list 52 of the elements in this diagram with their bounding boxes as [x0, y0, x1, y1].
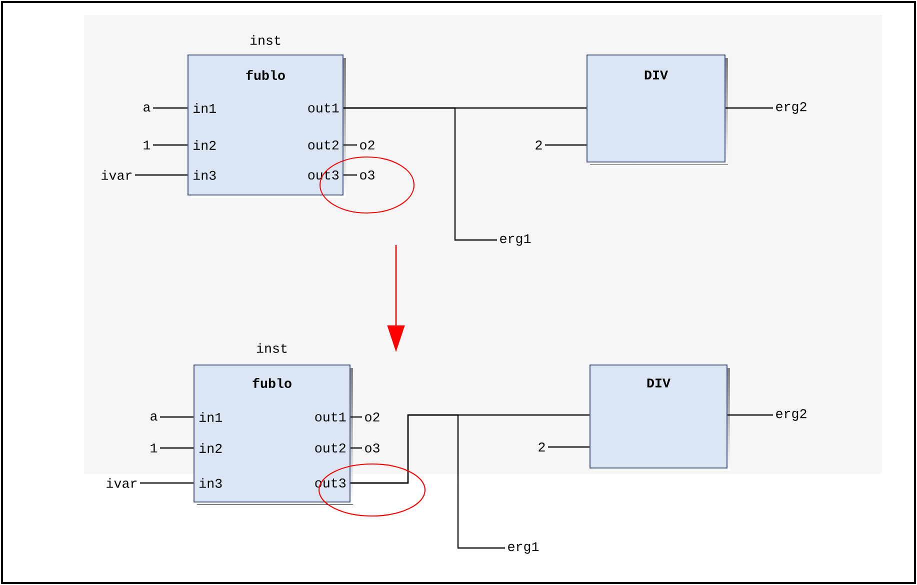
connector-line — [344, 144, 357, 146]
variable-name: erg2 — [776, 102, 806, 114]
variable-name: o3 — [365, 443, 380, 453]
connector-line — [135, 174, 188, 176]
pin-label: in1 — [200, 412, 222, 422]
block-name: DIV — [644, 70, 668, 80]
pin-label: out1 — [308, 103, 339, 112]
pin-label: in3 — [194, 170, 216, 180]
connector-line — [350, 414, 505, 549]
function-block — [589, 364, 730, 471]
pin-label: out2 — [315, 443, 346, 453]
variable-name: o2 — [360, 140, 374, 150]
connector-line — [153, 144, 188, 146]
connector-line — [344, 107, 497, 241]
variable-name: 2 — [538, 442, 545, 452]
connector-line — [548, 446, 590, 448]
block-name: fublo — [246, 70, 285, 80]
variable-name: erg1 — [508, 542, 539, 554]
variable-name: ivar — [102, 170, 132, 180]
instance-name: inst — [256, 343, 287, 353]
connector-line — [140, 482, 194, 484]
variable-name: 2 — [536, 140, 542, 150]
connector-line — [728, 414, 773, 416]
connector-line — [160, 447, 194, 449]
pin-label: in3 — [200, 478, 222, 488]
connector-line — [726, 107, 773, 109]
pin-label: out2 — [308, 140, 338, 150]
function-block — [586, 54, 728, 165]
variable-name: o2 — [365, 412, 380, 422]
pin-label: in2 — [200, 443, 222, 453]
variable-name: ivar — [106, 478, 137, 488]
connector-line — [350, 416, 362, 418]
block-name: DIV — [647, 378, 670, 388]
connector-line — [350, 447, 362, 449]
pin-label: in2 — [194, 140, 216, 150]
variable-name: 1 — [150, 444, 158, 452]
connector-line — [344, 174, 357, 176]
connector-line — [545, 144, 586, 146]
variable-name: 1 — [144, 140, 150, 150]
instance-name: inst — [250, 35, 280, 45]
variable-name: o3 — [360, 170, 374, 180]
function-block — [193, 343, 353, 505]
pin-label: out1 — [315, 412, 346, 422]
connector-line — [153, 107, 188, 109]
variable-name: a — [150, 413, 158, 421]
pin-label: in1 — [194, 103, 216, 113]
variable-name: erg1 — [500, 234, 531, 246]
connector-line — [160, 416, 194, 418]
variable-name: erg2 — [776, 409, 806, 421]
function-block — [187, 35, 346, 198]
block-name: fublo — [252, 378, 292, 388]
variable-name: a — [144, 104, 150, 112]
